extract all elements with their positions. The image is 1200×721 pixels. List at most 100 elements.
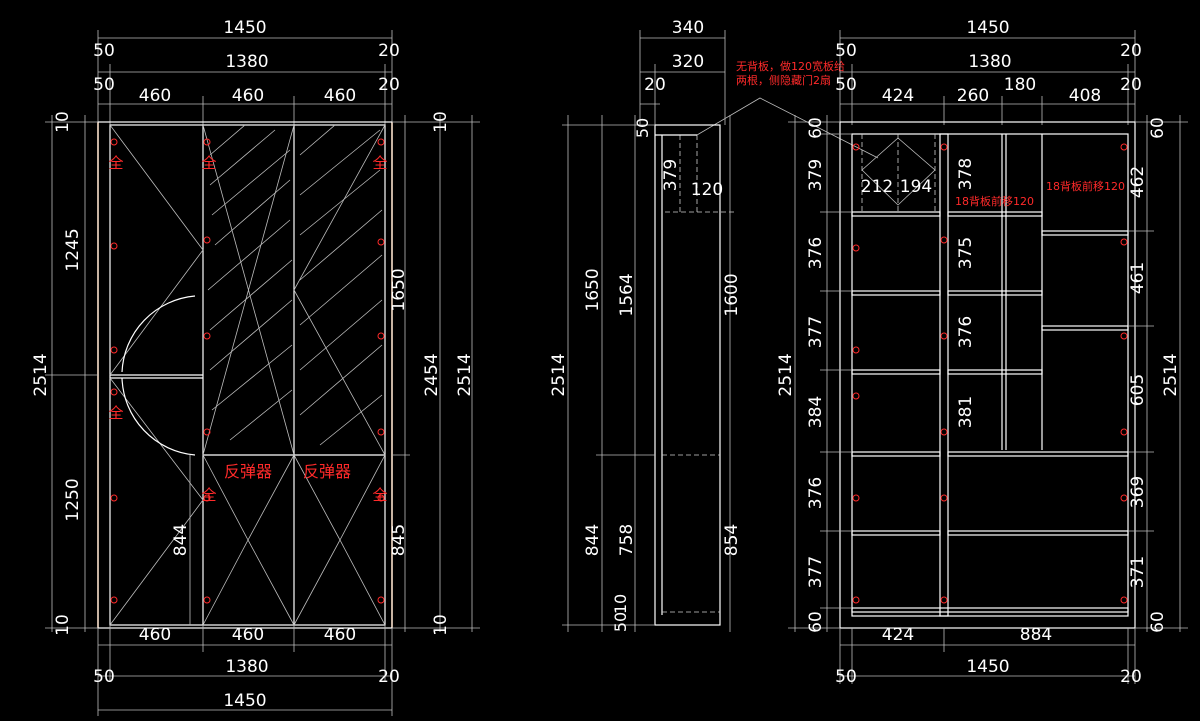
interior-view: 1450 50 1380 20 50 20 424 260 180 408 <box>776 18 1188 687</box>
interior-dim-left-margin-top: 50 <box>835 41 857 61</box>
front-dim-col2-top: 460 <box>232 86 264 106</box>
front-dim-right-margin-top: 20 <box>378 41 400 61</box>
front-dim-col1-top: 460 <box>139 86 171 106</box>
front-dim-col1-bottom: 460 <box>139 625 171 645</box>
side-note-line2: 两根，侧隐藏门2扇 <box>736 73 831 87</box>
side-dim-mid-lower: 758 <box>617 524 637 556</box>
front-dim-inner-top: 1380 <box>225 52 268 72</box>
interior-dim-194: 194 <box>900 177 932 197</box>
front-glass-hatching <box>207 124 383 446</box>
interior-dim-left-margin-2: 50 <box>835 75 857 95</box>
front-dim-inner-844: 844 <box>171 524 191 556</box>
interior-dim-left-r4: 384 <box>806 396 826 428</box>
interior-dim-left-r3: 377 <box>806 316 826 348</box>
front-top-dimension-lines <box>97 30 393 125</box>
front-hinge-label-1: 全 <box>108 154 123 172</box>
front-dim-total-bottom: 1450 <box>223 691 266 711</box>
front-door-swing-arc <box>121 295 196 373</box>
side-dim-top-50: 50 <box>633 118 652 138</box>
interior-dim-right-top: 60 <box>1148 117 1168 139</box>
front-right-dimension-lines <box>392 115 480 632</box>
side-dim-120: 120 <box>691 180 723 200</box>
front-hinge-label-3: 全 <box>372 154 387 172</box>
front-dim-left-margin-2: 50 <box>93 75 115 95</box>
interior-dim-left-r6: 377 <box>806 556 826 588</box>
front-hinge-markers <box>110 138 385 604</box>
interior-dim-right-margin-bottom: 20 <box>1120 667 1142 687</box>
side-dim-bottom-10: 10 <box>611 594 630 614</box>
interior-dim-left-bottom: 60 <box>806 611 826 633</box>
front-rebounder-label-1: 反弹器 <box>224 462 272 481</box>
interior-dim-left-margin-bottom: 50 <box>835 667 857 687</box>
interior-dim-c408-top: 408 <box>1069 86 1101 106</box>
interior-shelves <box>851 211 1129 613</box>
front-left-dimension-lines <box>45 115 191 632</box>
front-dim-right-bottom: 10 <box>431 614 451 636</box>
front-dim-right-total: 2514 <box>455 353 475 396</box>
front-door-swing-lines <box>109 124 386 626</box>
front-dim-col3-top: 460 <box>324 86 356 106</box>
front-dim-right-margin-bottom: 20 <box>378 667 400 687</box>
interior-dim-right-margin-top: 20 <box>1120 41 1142 61</box>
side-dim-379: 379 <box>661 159 681 191</box>
interior-dim-c884-bottom: 884 <box>1020 625 1052 645</box>
interior-top-dimension-lines <box>839 30 1136 125</box>
interior-note-back-panel-2: 18背板前移120 <box>1046 179 1125 193</box>
side-dim-inner: 320 <box>672 52 704 72</box>
interior-cabinet-frame[interactable] <box>839 121 1136 629</box>
front-door-swing-arc-lower <box>121 377 196 456</box>
side-dim-lower: 844 <box>583 524 603 556</box>
interior-dim-c260-top: 260 <box>957 86 989 106</box>
side-dim-total-height: 2514 <box>549 353 569 396</box>
front-dim-right-margin-2: 20 <box>378 75 400 95</box>
interior-dim-right-margin-2: 20 <box>1120 75 1142 95</box>
front-dim-left-lower: 1250 <box>63 478 83 521</box>
side-note-leader <box>696 97 879 159</box>
interior-dim-right-r2: 461 <box>1128 262 1148 294</box>
front-dim-total-top: 1450 <box>223 18 266 38</box>
side-dim-margin: 20 <box>644 75 666 95</box>
front-dim-col2-bottom: 460 <box>232 625 264 645</box>
front-view: 1450 50 1380 20 50 20 460 460 460 <box>31 18 480 716</box>
front-hinge-label-6: 全 <box>372 486 387 504</box>
front-dim-right-upper: 1650 <box>389 268 409 311</box>
interior-dim-total-top: 1450 <box>966 18 1009 38</box>
interior-dim-inner-top: 1380 <box>968 52 1011 72</box>
front-dim-left-upper: 1245 <box>63 228 83 271</box>
interior-left-dimension-lines <box>788 115 852 632</box>
interior-dim-left-top: 60 <box>806 117 826 139</box>
front-rebounder-label-2: 反弹器 <box>303 462 351 481</box>
side-dim-right-lower: 854 <box>722 524 742 556</box>
side-note-line1: 无背板，做120宽板给 <box>736 59 845 73</box>
interior-dim-right-total: 2514 <box>1161 353 1181 396</box>
side-view: 340 320 20 无背板，做120宽板给 两根，侧隐藏门2扇 2514 16… <box>549 18 879 632</box>
side-cabinet-frame[interactable] <box>654 124 735 626</box>
interior-dim-right-r3: 605 <box>1128 374 1148 406</box>
interior-dim-left-r1: 379 <box>806 159 826 191</box>
interior-dim-right-r1: 462 <box>1128 166 1148 198</box>
interior-dim-c180-top: 180 <box>1004 75 1036 95</box>
side-dim-right-upper: 1600 <box>722 273 742 316</box>
front-dim-left-margin-bottom: 50 <box>93 667 115 687</box>
front-hinge-label-4: 全 <box>108 404 123 422</box>
interior-bottom-dimension-lines <box>839 628 1136 684</box>
interior-dim-right-r4: 369 <box>1128 476 1148 508</box>
interior-dim-375: 375 <box>956 237 976 269</box>
front-dim-left-top: 10 <box>53 111 73 133</box>
side-top-dimension-lines <box>639 30 726 125</box>
interior-dim-left-r2: 376 <box>806 237 826 269</box>
front-dim-right-lower: 845 <box>389 524 409 556</box>
interior-dim-right-bottom: 60 <box>1148 611 1168 633</box>
front-hinge-label-5: 全 <box>201 486 216 504</box>
side-left-dimension-lines <box>562 115 731 632</box>
front-dim-left-total: 2514 <box>31 353 51 396</box>
side-dim-upper: 1650 <box>583 268 603 311</box>
front-dim-left-margin-top: 50 <box>93 41 115 61</box>
interior-back-panel-diagonal <box>861 137 936 206</box>
front-dim-right-top: 10 <box>431 111 451 133</box>
front-bottom-dimension-lines <box>97 625 393 716</box>
front-dim-right-inner: 2454 <box>422 353 442 396</box>
interior-dim-381: 381 <box>956 396 976 428</box>
